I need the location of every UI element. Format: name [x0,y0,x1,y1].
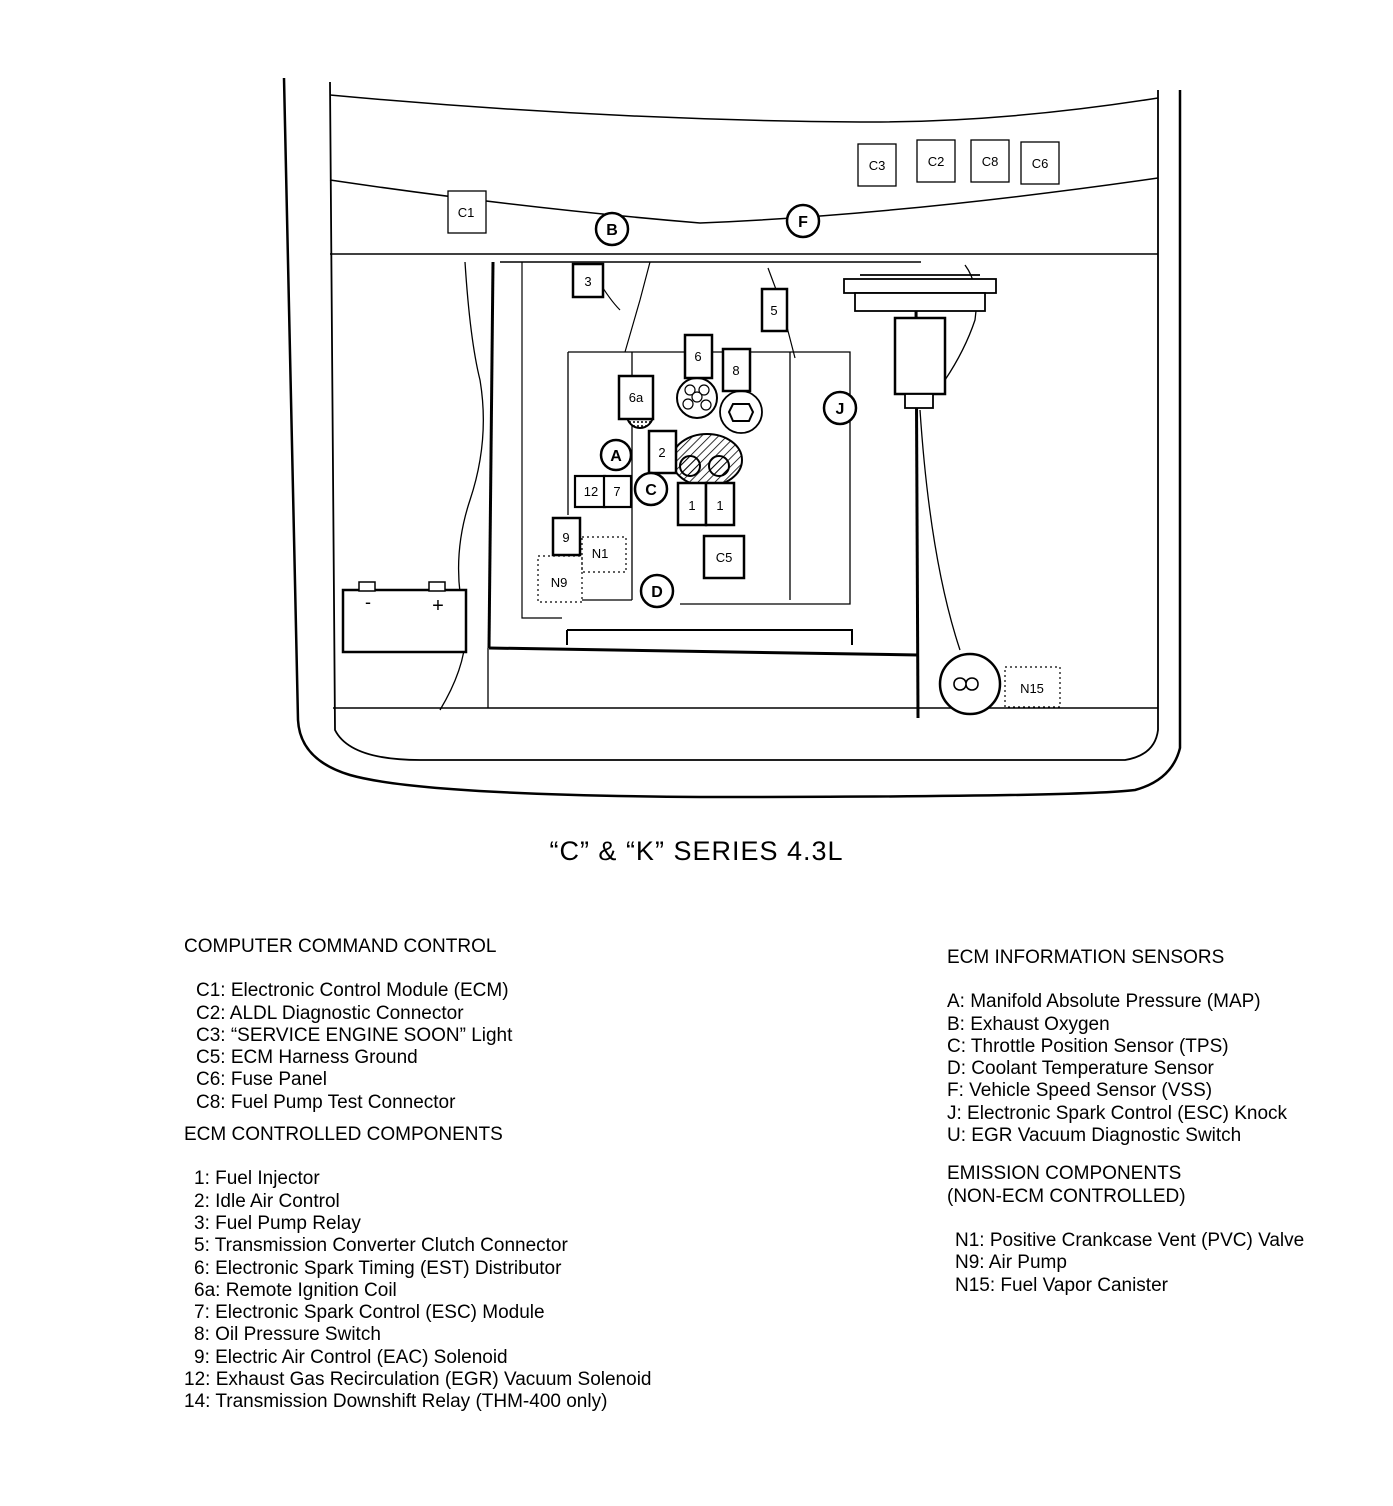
component-1-left: 1 [676,481,708,527]
sensor-d: D [639,573,675,609]
c1-box: C1 [447,190,487,234]
sensor-b: B [594,211,630,247]
legend-item: J: Electronic Spark Control (ESC) Knock [947,1102,1288,1124]
legend-item: 14: Transmission Downshift Relay (THM-40… [184,1391,608,1413]
legend-right: ECM INFORMATION SENSORS A: Manifold Abso… [947,947,1304,1297]
engine-compartment-diagram: - + N15 C1 C3 C2 [282,77,1182,799]
inner-structure-lines [439,261,977,719]
air-cleaner-assembly [843,274,997,409]
c8-label: C8 [982,154,999,169]
component-2-label: 2 [658,445,665,460]
legend-item: C5: ECM Harness Ground [196,1047,418,1069]
component-3-label: 3 [584,274,591,289]
legend-item: 6: Electronic Spark Timing (EST) Distrib… [194,1257,562,1279]
c3-label: C3 [869,158,886,173]
legend-item: B: Exhaust Oxygen [947,1013,1110,1035]
component-5-label: 5 [770,303,777,318]
component-6a: 6a [617,374,655,421]
battery-negative-label: - [365,592,371,612]
component-12: 12 [573,474,607,509]
component-9-label: 9 [562,530,569,545]
sensor-d-label: D [651,584,663,601]
legend-item: 1: Fuel Injector [194,1168,320,1190]
n15-label: N15 [1020,681,1044,696]
sensor-a: A [599,438,633,472]
c2-label: C2 [928,154,945,169]
emission-heading-line1: EMISSION COMPONENTS [947,1163,1182,1185]
battery: - + [341,581,468,654]
component-3: 3 [571,262,605,299]
c8-box: C8 [970,139,1010,183]
component-6a-label: 6a [629,390,644,405]
emission-list: N1: Positive Crankcase Vent (PVC) Valve … [955,1230,1304,1297]
c3-box: C3 [857,143,897,187]
component-7-label: 7 [613,484,620,499]
legend-item: D: Coolant Temperature Sensor [947,1058,1214,1080]
component-5: 5 [760,287,789,333]
legend-item: A: Manifold Absolute Pressure (MAP) [947,991,1261,1013]
component-9: 9 [551,516,582,557]
component-1b-label: 1 [716,498,723,513]
sensor-j-label: J [836,401,845,418]
fuel-vapor-canister: N15 [938,652,1061,716]
emission-dotted-boxes [537,536,627,603]
ecm-sensors-list: A: Manifold Absolute Pressure (MAP) B: E… [947,991,1304,1147]
legend-item: C1: Electronic Control Module (ECM) [196,980,509,1002]
legend-item: 2: Idle Air Control [194,1190,340,1212]
legend-item: N15: Fuel Vapor Canister [955,1274,1168,1296]
legend-item: 12: Exhaust Gas Recirculation (EGR) Vacu… [184,1369,652,1391]
legend-item: 9: Electric Air Control (EAC) Solenoid [194,1346,508,1368]
ecm-controlled-heading: ECM CONTROLLED COMPONENTS [184,1124,503,1146]
component-12-label: 12 [584,484,598,499]
c5-label: C5 [716,550,733,565]
legend-item: C6: Fuse Panel [196,1069,327,1091]
component-boxes: C1 C3 C2 C8 C6 3 5 6 [447,139,1060,580]
legend-item: C8: Fuel Pump Test Connector [196,1091,456,1113]
sensor-f: F [785,203,821,239]
battery-positive-label: + [432,595,444,617]
n9-label: N9 [551,575,568,590]
legend-item: N9: Air Pump [955,1252,1067,1274]
diagram-caption: “C” & “K” SERIES 4.3L [549,836,844,866]
c2-box: C2 [916,139,956,183]
component-2: 2 [647,429,678,475]
n1-label: N1 [592,546,609,561]
sensor-f-label: F [798,214,808,231]
sensor-b-label: B [606,222,618,239]
component-6: 6 [683,333,714,380]
sensor-c: C [633,471,669,507]
component-1-label: 1 [688,498,695,513]
sensor-c-label: C [645,482,657,499]
sensor-a-label: A [610,448,622,465]
vehicle-body-outline [282,77,1182,799]
legend-item: 3: Fuel Pump Relay [194,1212,361,1234]
legend-item: N1: Positive Crankcase Vent (PVC) Valve [955,1229,1305,1251]
computer-command-control-heading: COMPUTER COMMAND CONTROL [184,936,497,957]
component-7: 7 [602,474,633,509]
component-8: 8 [721,347,752,393]
c1-label: C1 [458,205,475,220]
sensor-j: J [822,390,858,426]
legend-item: 8: Oil Pressure Switch [194,1324,381,1346]
legend-item: 7: Electronic Spark Control (ESC) Module [194,1302,545,1324]
component-6-label: 6 [694,349,701,364]
c6-box: C6 [1020,141,1060,185]
sensor-circles: B F J A C D [594,203,858,609]
component-8-label: 8 [732,363,739,378]
ecm-sensors-heading: ECM INFORMATION SENSORS [947,947,1225,968]
legend-item: C2: ALDL Diagnostic Connector [196,1002,464,1024]
legend-item: C: Throttle Position Sensor (TPS) [947,1035,1229,1057]
legend-item: U: EGR Vacuum Diagnostic Switch [947,1125,1242,1147]
legend-item: 6a: Remote Ignition Coil [194,1279,397,1301]
legend-item: F: Vehicle Speed Sensor (VSS) [947,1080,1213,1102]
computer-command-control-list: C1: Electronic Control Module (ECM) C2: … [196,980,651,1114]
legend-item: 5: Transmission Converter Clutch Connect… [194,1235,568,1257]
emission-heading-line2: (NON-ECM CONTROLLED) [947,1185,1186,1207]
legend-item: C3: “SERVICE ENGINE SOON” Light [196,1024,513,1046]
c5-box: C5 [702,534,746,580]
c6-label: C6 [1032,156,1049,171]
component-1-right: 1 [704,481,736,527]
ecm-controlled-list: 1: Fuel Injector 2: Idle Air Control 3: … [184,1168,651,1413]
legend-left: COMPUTER COMMAND CONTROL C1: Electronic … [184,936,651,1414]
